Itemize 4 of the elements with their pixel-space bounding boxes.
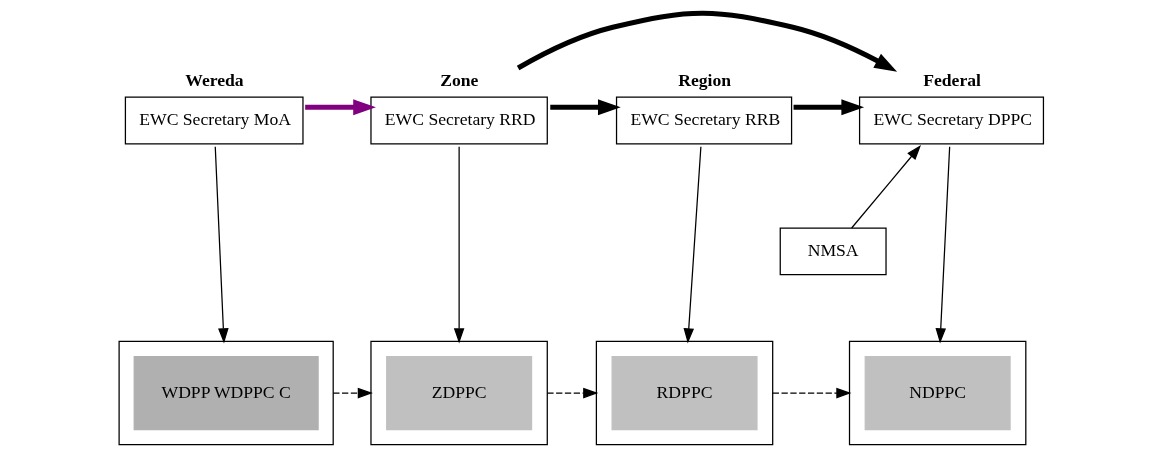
node-label: Wereda — [184, 70, 244, 91]
node-label: Federal — [922, 70, 981, 91]
node-label: Zone — [439, 70, 478, 91]
node-label: Region — [677, 70, 731, 91]
